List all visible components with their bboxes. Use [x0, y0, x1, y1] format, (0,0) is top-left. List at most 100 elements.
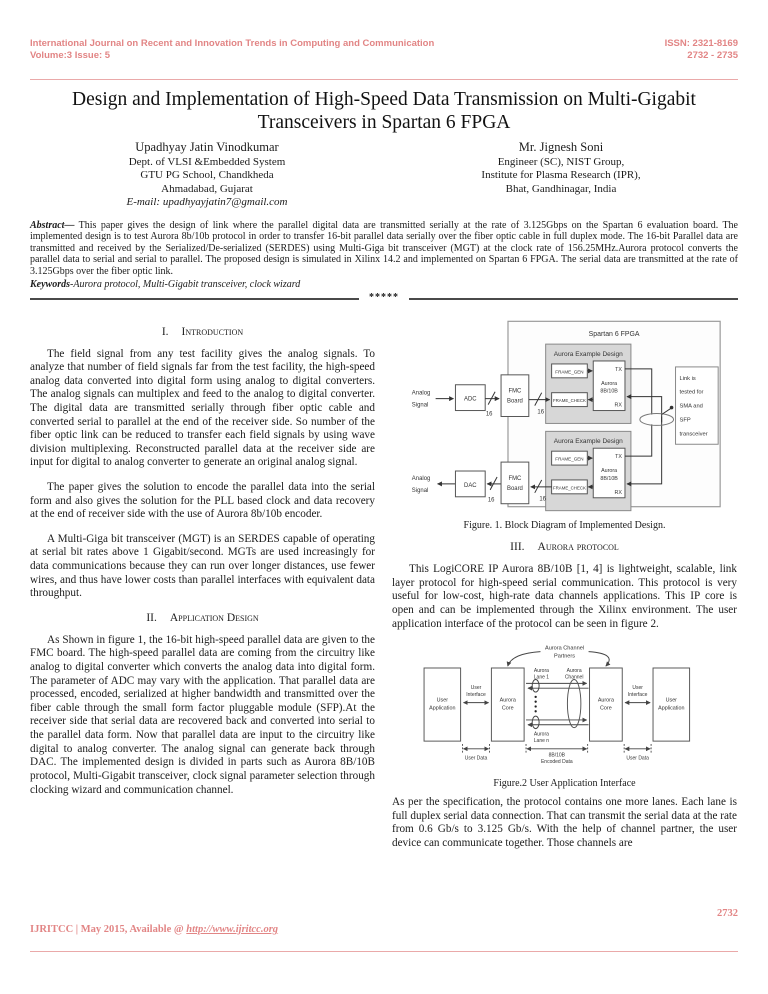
journal-header: International Journal on Recent and Inno… [30, 38, 738, 63]
lane-n-label-2: Lane n [533, 738, 549, 744]
aurora-core-box-1 [592, 360, 626, 411]
journal-name: International Journal on Recent and Inno… [30, 38, 435, 49]
aurora-core-right-label-1: Aurora [597, 698, 613, 704]
author-1-dept: Dept. of VLSI &Embedded System [128, 155, 286, 168]
user-application-box-right [652, 667, 690, 742]
lane-1-label-2: Lane 1 [533, 675, 549, 681]
rx-label-1: RX [615, 402, 623, 408]
lane-1-ellipse [531, 679, 540, 693]
aurora-design-label-1: Aurora Example Design [554, 351, 623, 358]
page-number: 2732 [717, 908, 738, 919]
journal-name-block: International Journal on Recent and Inno… [30, 38, 434, 63]
section-heading-introduction: I. Introduction [30, 326, 375, 340]
authors-block: Upadhyay Jatin Vinodkumar Dept. of VLSI … [30, 140, 738, 210]
link-note-line-1: Link is [680, 375, 696, 381]
author-1-name: Upadhyay Jatin Vinodkumar [135, 139, 279, 154]
section-2-title: Application Design [169, 611, 259, 624]
paragraph-aurora-1: This LogiCORE IP Aurora 8B/10B [1, 4] is… [392, 563, 737, 630]
figure-1-caption: Figure. 1. Block Diagram of Implemented … [463, 520, 666, 532]
figure-1: Spartan 6 FPGA Aurora Example Design FRA… [392, 317, 737, 533]
fmc-board-box-1 [500, 373, 530, 417]
keywords-text: -Aurora protocol, Multi-Gigabit transcei… [70, 278, 301, 290]
aurora-core-left-label-2: Core [501, 706, 513, 712]
footer: IJRITCC | May 2015, Available @ http://w… [30, 924, 278, 935]
fmc-board-box-2 [500, 461, 530, 504]
section-3-number: III. [510, 541, 525, 554]
user-app-left-label-2: Application [429, 706, 455, 712]
figure-1-block-diagram: Spartan 6 FPGA Aurora Example Design FRA… [412, 320, 721, 511]
adc-box [454, 383, 486, 411]
fmc-label-1b: Board [507, 398, 523, 404]
aurora-core-box-left [490, 667, 525, 742]
encoded-data-label-2: Encoded Data [540, 760, 572, 766]
page-range: 2732 - 2735 [687, 50, 738, 62]
author-1-school: GTU PG School, Chandkheda [140, 169, 274, 182]
figure-2-user-application-interface: Aurora Channel Partners User Application… [423, 646, 690, 766]
channel-partners-label-2: Partners [553, 654, 574, 660]
channel-label-1: Aurora [566, 668, 581, 674]
link-note-line-2: tested for [680, 389, 704, 395]
footer-url-link[interactable]: http://www.ijritcc.org [186, 924, 279, 935]
fmc-label-1a: FMC [508, 388, 522, 394]
aurora-core-label-2b: 8B/10B [600, 475, 618, 481]
user-data-label-right: User Data [626, 756, 649, 762]
aurora-core-box-right [588, 667, 623, 742]
user-app-right-label-1: User [665, 698, 677, 704]
fmc-label-2a: FMC [508, 475, 522, 481]
section-heading-aurora-protocol: III. Aurora protocol [392, 541, 737, 555]
journal-volume-issue: Volume:3 Issue: 5 [30, 50, 111, 62]
user-app-left-label-1: User [436, 698, 448, 704]
section-1-title: Introduction [181, 325, 244, 338]
aurora-core-label-1a: Aurora [601, 380, 617, 386]
user-interface-left-label-1: User [470, 685, 481, 691]
paragraph-intro-2: The paper gives the solution to encode t… [30, 480, 375, 521]
analog-signal-top-2: Signal [412, 402, 429, 408]
adc-label: ADC [464, 396, 477, 402]
user-app-right-label-2: Application [658, 706, 684, 712]
encoded-data-label-1: 8B/10B [548, 753, 565, 759]
author-1: Upadhyay Jatin Vinodkumar Dept. of VLSI … [30, 140, 384, 210]
aurora-core-right-label-2: Core [600, 706, 612, 712]
paragraph-application-1: As Shown in figure 1, the 16-bit high-sp… [30, 633, 375, 796]
frame-gen-label-1: FRAME_GEN [555, 369, 583, 374]
tx-label-2: TX [615, 454, 622, 460]
aurora-core-box-2 [592, 447, 626, 498]
section-3-title: Aurora protocol [537, 541, 619, 554]
dac-box [454, 470, 486, 497]
footer-journal-info: IJRITCC | May 2015, Available @ [30, 924, 187, 935]
lane-1-label-1: Aurora [533, 668, 548, 674]
paragraph-intro-1: The field signal from any test facility … [30, 347, 375, 469]
tx-label-1: TX [615, 366, 622, 372]
keywords-label: Keywords [30, 278, 70, 290]
abstract-text: This paper gives the design of link wher… [30, 219, 738, 277]
separator-line-left [30, 297, 359, 300]
aurora-channel-ellipse [566, 679, 581, 729]
author-1-city: Ahmadabad, Gujarat [161, 182, 253, 195]
right-column: Spartan 6 FPGA Aurora Example Design FRA… [392, 317, 737, 862]
link-note-line-5: transceiver [680, 431, 708, 437]
user-interface-right-label-2: Interface [627, 692, 647, 698]
aurora-design-label-2: Aurora Example Design [554, 438, 623, 445]
issn-number: ISSN: 2321-8169 [664, 38, 738, 49]
lane-n-ellipse [531, 715, 540, 730]
bus-width-dac: 16 [488, 497, 495, 503]
section-1-number: I. [161, 325, 169, 338]
analog-signal-bottom-2: Signal [412, 487, 429, 493]
separator-line-right [409, 297, 738, 300]
link-note-box [675, 365, 719, 445]
user-interface-left-label-2: Interface [466, 692, 486, 698]
body-columns: I. Introduction The field signal from any… [30, 317, 738, 862]
fpga-label: Spartan 6 FPGA [589, 331, 640, 338]
analog-signal-top-1: Analog [412, 390, 431, 396]
paragraph-intro-3: A Multi-Giga bit transceiver (MGT) is an… [30, 532, 375, 600]
figure-2: Aurora Channel Partners User Application… [392, 642, 737, 790]
section-separator: ***** [30, 292, 738, 303]
link-note-line-4: SFP [680, 417, 691, 423]
user-data-label-left: User Data [464, 756, 487, 762]
bus-width-fmc2: 16 [539, 496, 546, 502]
aurora-core-left-label-1: Aurora [499, 698, 515, 704]
dac-label: DAC [464, 482, 477, 488]
keywords: Keywords-Aurora protocol, Multi-Gigabit … [30, 279, 738, 290]
channel-partners-label-1: Aurora Channel [544, 646, 583, 652]
